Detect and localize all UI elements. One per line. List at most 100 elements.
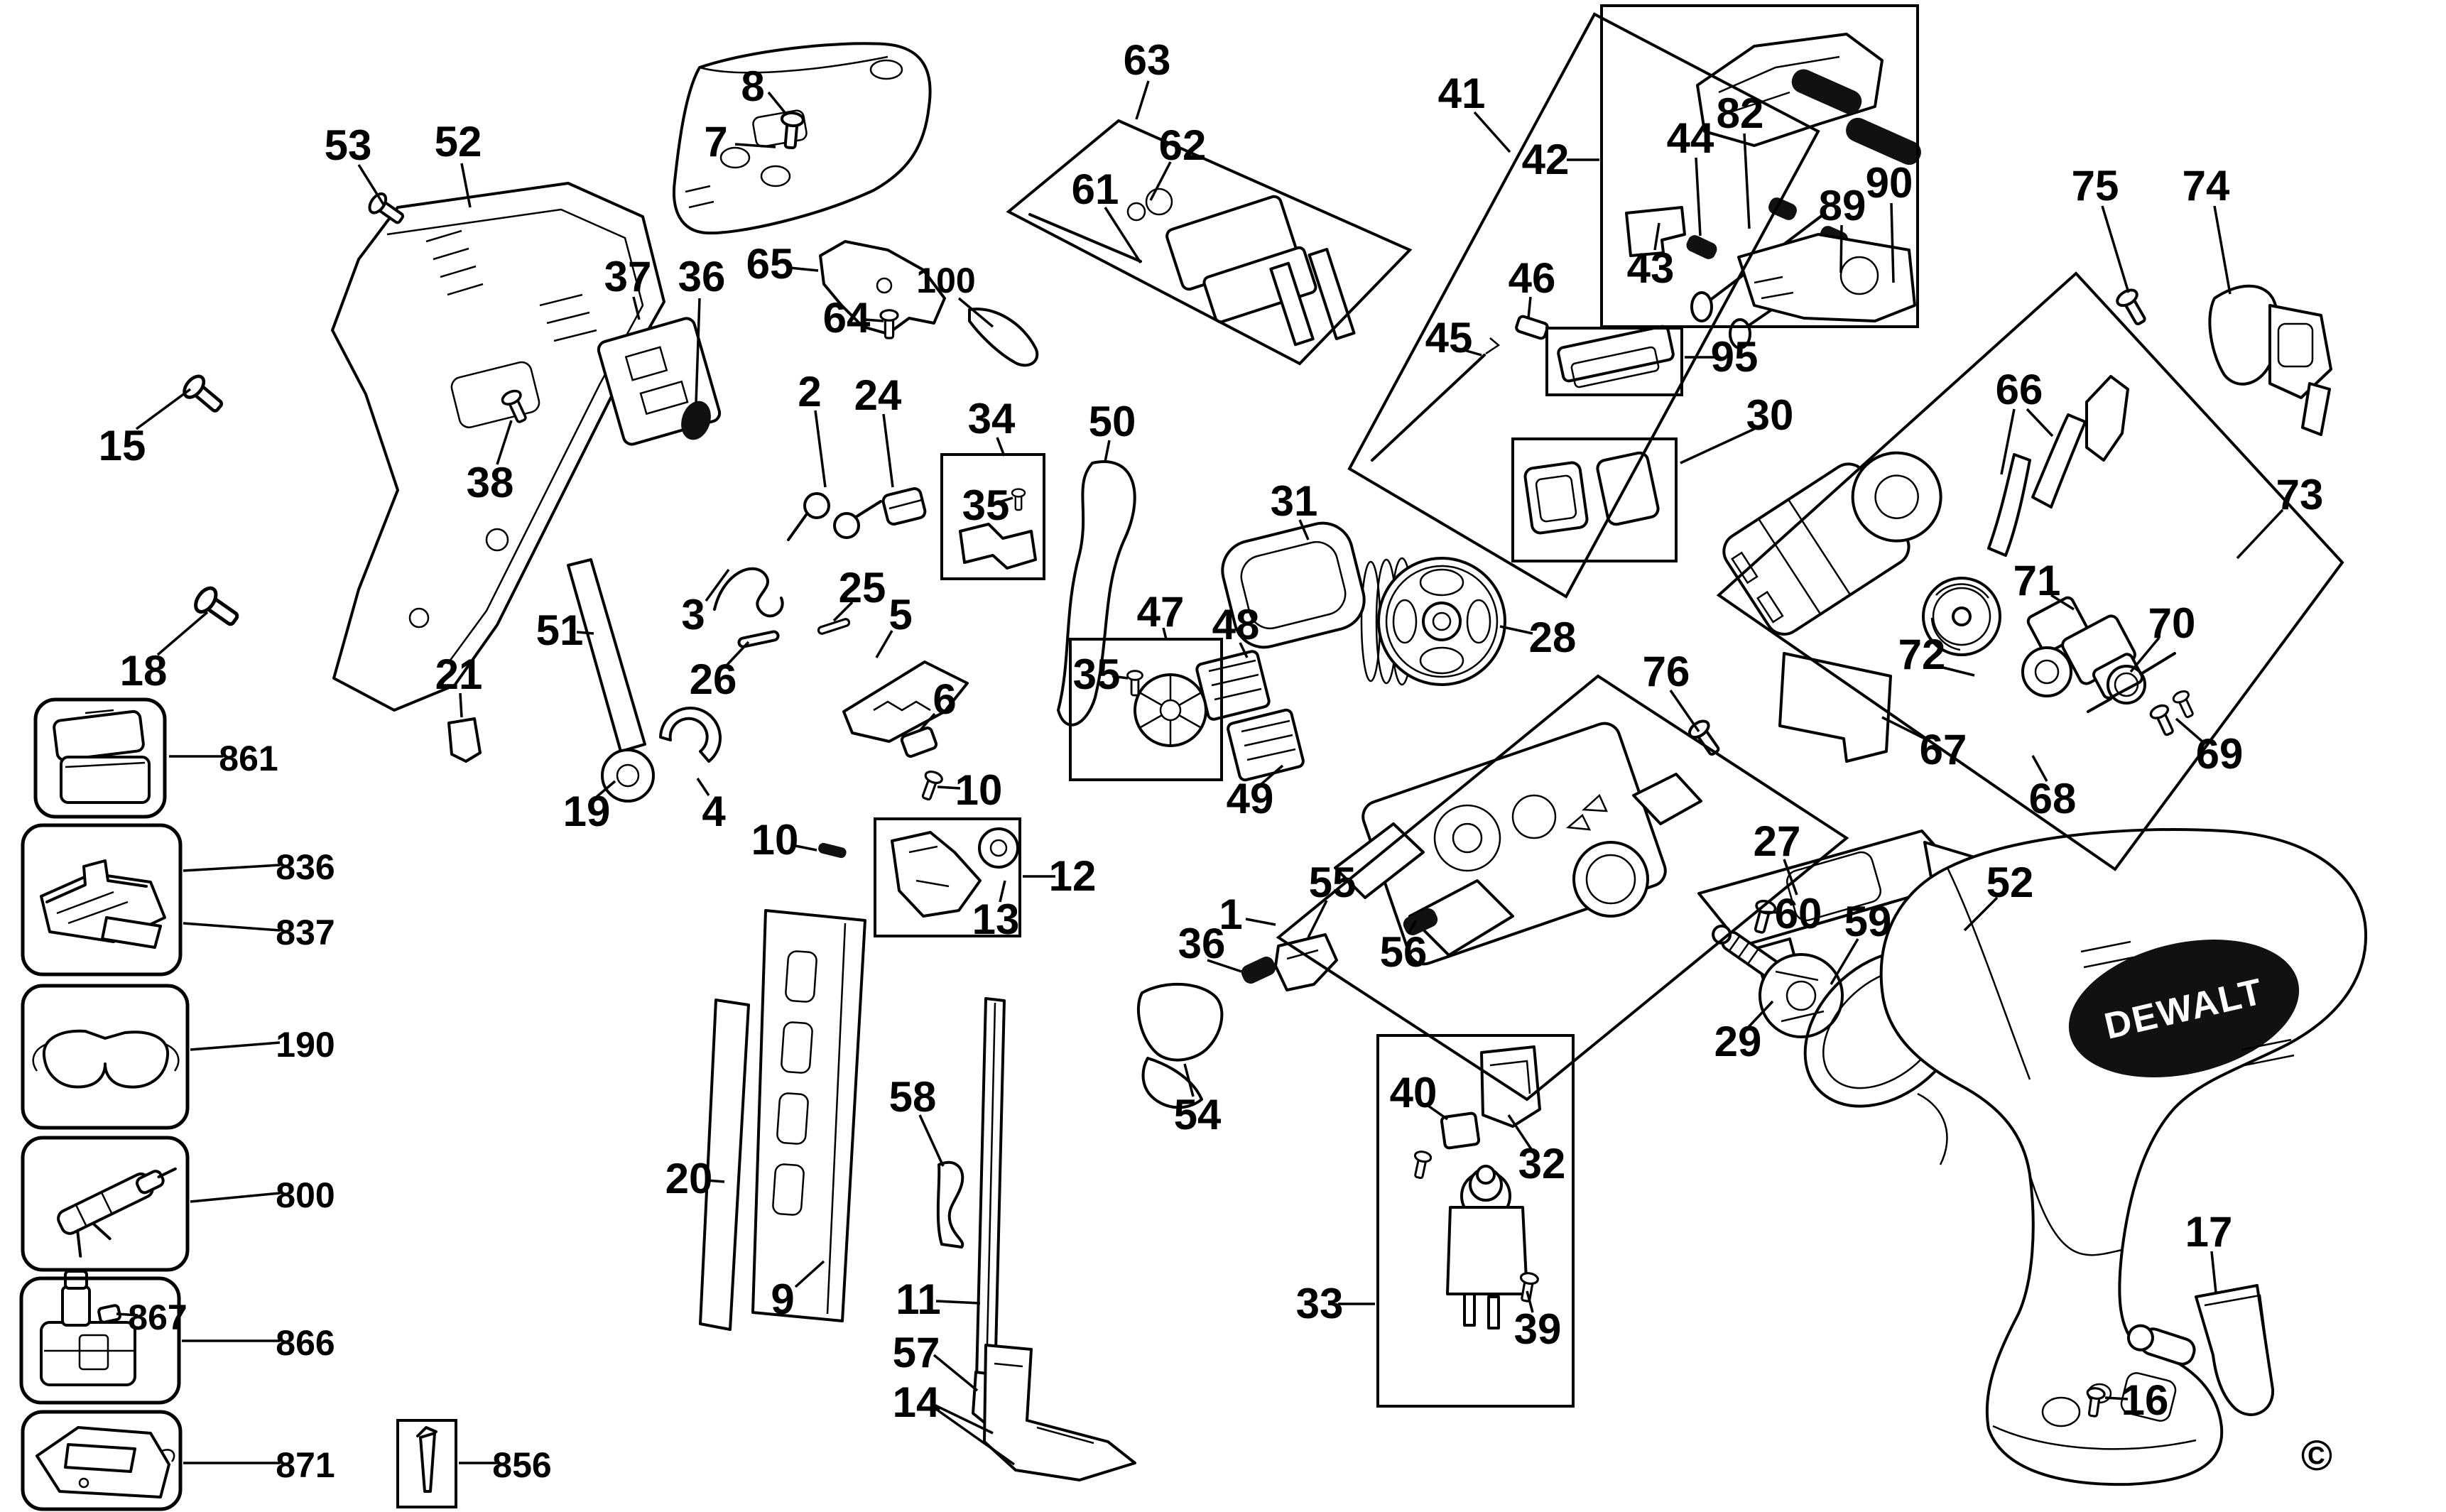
- leader-line-57: [933, 1354, 979, 1392]
- leader-line-72: [1937, 665, 1975, 677]
- box-30: [1511, 437, 1678, 562]
- leader-line-45: [1461, 348, 1482, 357]
- box-861: [33, 697, 167, 819]
- spring-36b: [1239, 954, 1278, 986]
- part-label-6: 6: [933, 675, 956, 723]
- part-label-1: 1: [1219, 891, 1242, 938]
- spring-70: [2087, 652, 2176, 713]
- tool-body-52-sketch: DEWALT: [1879, 828, 2367, 1486]
- part-label-29: 29: [1714, 1018, 1762, 1065]
- bumper-30-sketch: [1523, 451, 1660, 535]
- leader-line-66: [2026, 408, 2054, 437]
- part-label-856: 856: [492, 1445, 551, 1485]
- magazine-sketch: [447, 707, 1136, 1481]
- region-frames: [1006, 12, 2344, 1102]
- leader-line-65: [789, 266, 819, 272]
- pulley-29-sketch: [1712, 924, 1844, 1038]
- part-label-27: 27: [1754, 817, 1801, 865]
- part-label-19: 19: [563, 788, 611, 835]
- box-800: [21, 1136, 190, 1272]
- part-label-62: 62: [1159, 121, 1207, 169]
- part-label-44: 44: [1667, 114, 1714, 162]
- part-label-37: 37: [604, 253, 652, 300]
- part-label-28: 28: [1529, 614, 1577, 661]
- box12-parts-sketch: [891, 827, 1019, 918]
- leader-line-63: [1135, 80, 1150, 120]
- leader-line-36: [695, 298, 701, 404]
- part-label-52: 52: [1986, 859, 2034, 906]
- leader-line-21: [459, 692, 463, 718]
- leader-line-800: [190, 1192, 281, 1203]
- leader-line-38: [496, 420, 513, 465]
- part-label-60: 60: [1775, 890, 1822, 937]
- part-label-45: 45: [1425, 314, 1473, 361]
- leader-line-68: [2031, 755, 2048, 782]
- part-label-2: 2: [798, 368, 821, 415]
- part-label-21: 21: [435, 651, 483, 698]
- box34-parts-sketch: [959, 488, 1037, 570]
- leader-line-10: [791, 844, 817, 852]
- leader-line-14: [933, 1403, 994, 1435]
- part-label-58: 58: [889, 1073, 937, 1121]
- part-label-13: 13: [972, 896, 1020, 943]
- part-label-32: 32: [1518, 1140, 1566, 1187]
- leader-line-74: [2213, 205, 2232, 295]
- part-label-36: 36: [678, 253, 726, 300]
- leader-line-75: [2101, 205, 2130, 293]
- needle-856-sketch: [416, 1426, 437, 1493]
- leader-line-5: [875, 630, 893, 658]
- leader-line-71: [2050, 594, 2075, 611]
- part-label-68: 68: [2029, 775, 2077, 822]
- leader-line-16: [2104, 1396, 2129, 1400]
- top-cover-sketch: [673, 42, 932, 235]
- dampers-48-49-sketch: [1195, 650, 1305, 782]
- box-42: [1600, 4, 1919, 328]
- part-label-18: 18: [120, 647, 168, 695]
- part-label-5: 5: [888, 591, 912, 638]
- part-label-24: 24: [854, 371, 902, 419]
- part-label-76: 76: [1643, 648, 1690, 695]
- part-label-20: 20: [665, 1155, 713, 1202]
- leader-line-53: [357, 164, 385, 205]
- part-label-33: 33: [1296, 1280, 1344, 1327]
- leader-line-19: [595, 780, 616, 798]
- brush-plate-71-72: [2021, 596, 2143, 700]
- logo-hatch-lines: [2080, 940, 2295, 1067]
- leader-line-44: [1695, 157, 1702, 236]
- part-label-63: 63: [1124, 36, 1171, 84]
- part-label-50: 50: [1089, 398, 1136, 445]
- part-label-10: 10: [955, 766, 1003, 814]
- leader-line-52: [1963, 896, 1999, 932]
- leader-line-52: [460, 163, 472, 208]
- leader-line-54: [1183, 1063, 1195, 1097]
- frame-41: [1347, 12, 1820, 599]
- part-label-51: 51: [536, 607, 584, 654]
- leader-line-3: [705, 568, 730, 602]
- part-label-59: 59: [1844, 898, 1892, 945]
- part-label-71: 71: [2013, 557, 2061, 604]
- leader-line-39: [1526, 1290, 1534, 1313]
- wire-clip-100-sketch: [968, 308, 1039, 367]
- leader-line-190: [190, 1041, 281, 1051]
- part-label-867: 867: [128, 1298, 187, 1337]
- plate-37-sketch: [499, 317, 722, 446]
- lifter-5-6-sketch: [842, 660, 969, 758]
- box-12: [874, 817, 1021, 937]
- leader-line-46: [1527, 296, 1532, 319]
- part-label-74: 74: [2183, 162, 2230, 210]
- part-label-67: 67: [1920, 726, 1967, 773]
- leader-line-10: [937, 785, 961, 790]
- strip-66b: [2031, 413, 2087, 508]
- leader-line-15: [135, 388, 192, 430]
- leader-line-867: [116, 1312, 138, 1317]
- accessory-boxes: [19, 697, 190, 1511]
- leader-line-35: [1111, 675, 1129, 680]
- leader-line-70: [2129, 636, 2160, 673]
- part-label-41: 41: [1438, 70, 1486, 117]
- leader-line-35: [1001, 496, 1013, 503]
- leader-line-2: [814, 410, 827, 488]
- bracket-65-sketch: [819, 240, 946, 339]
